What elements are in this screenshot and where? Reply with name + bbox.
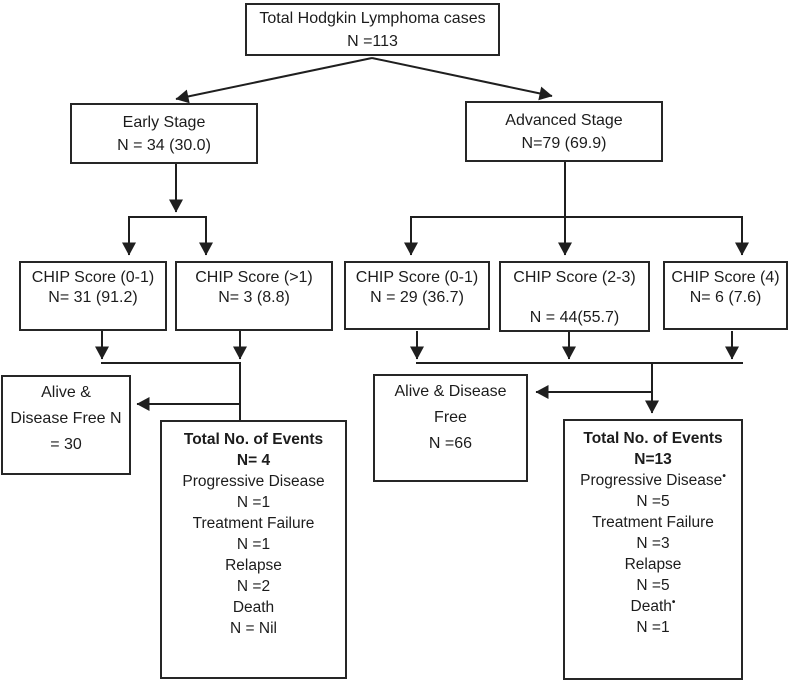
alive-early-line-3: = 30	[50, 436, 82, 453]
node-chip-adv-4: CHIP Score (4) N= 6 (7.6)	[663, 261, 788, 330]
events-adv-total-n: N=13	[634, 451, 672, 468]
total-cases-title: Total Hodgkin Lymphoma cases	[259, 9, 486, 27]
events-adv-relapse-n: N =5	[636, 577, 670, 594]
events-early-progressive-n: N =1	[236, 494, 271, 511]
arrow-total-to-early	[175, 57, 373, 104]
alive-adv-line-1: Alive & Disease	[394, 383, 507, 400]
events-early-death: Death	[232, 599, 275, 616]
chip-early-0-1-title: CHIP Score (0-1)	[31, 269, 155, 286]
chip-adv-2-3-n: N = 44(55.7)	[529, 309, 620, 326]
node-chip-adv-0-1: CHIP Score (0-1) N = 29 (36.7)	[344, 261, 490, 330]
events-adv-progressive-text: Progressive Disease	[580, 472, 723, 489]
node-chip-early-gt1: CHIP Score (>1) N= 3 (8.8)	[175, 261, 333, 331]
events-early-death-n: N = Nil	[230, 620, 277, 637]
node-chip-early-0-1: CHIP Score (0-1) N= 31 (91.2)	[19, 261, 167, 331]
node-early-stage: Early Stage N = 34 (30.0)	[70, 103, 258, 164]
events-early-relapse: Relapse	[225, 557, 282, 574]
events-early-relapse-n: N =2	[236, 578, 271, 595]
events-adv-death-n: N =1	[636, 619, 670, 636]
events-early-title: Total No. of Events	[183, 431, 324, 448]
events-adv-progressive-n: N =5	[636, 493, 670, 510]
chip-adv-0-1-n: N = 29 (36.7)	[370, 288, 464, 306]
events-early-total-n: N= 4	[236, 452, 271, 469]
events-early-progressive: Progressive Disease	[182, 473, 325, 490]
node-events-early: Total No. of Events N= 4 Progressive Dis…	[160, 420, 347, 679]
chip-adv-0-1-title: CHIP Score (0-1)	[355, 268, 479, 286]
events-adv-death: Death•	[631, 596, 676, 617]
alive-early-line-2: Disease Free N	[10, 410, 122, 427]
alive-early-line-1: Alive &	[41, 384, 91, 401]
events-early-failure: Treatment Failure	[192, 515, 315, 532]
advanced-stage-title: Advanced Stage	[505, 111, 623, 129]
chip-early-0-1-n: N= 31 (91.2)	[48, 289, 138, 306]
events-adv-title: Total No. of Events	[583, 430, 723, 447]
star-marker: •	[722, 470, 726, 482]
chip-adv-4-n: N= 6 (7.6)	[689, 288, 762, 306]
early-stage-n: N = 34 (30.0)	[117, 136, 211, 154]
alive-adv-line-2: Free	[434, 409, 467, 426]
total-cases-n: N =113	[347, 32, 398, 50]
node-chip-adv-2-3: CHIP Score (2-3) N = 44(55.7)	[499, 261, 650, 332]
events-adv-progressive: Progressive Disease•	[580, 470, 726, 491]
early-stage-title: Early Stage	[122, 113, 206, 131]
node-alive-early: Alive & Disease Free N = 30	[1, 375, 131, 475]
events-adv-failure: Treatment Failure	[592, 514, 714, 531]
advanced-stage-n: N=79 (69.9)	[521, 134, 607, 152]
events-early-failure-n: N =1	[236, 536, 271, 553]
chip-adv-2-3-title: CHIP Score (2-3)	[513, 269, 636, 286]
chip-early-gt1-n: N= 3 (8.8)	[218, 289, 290, 306]
node-events-advanced: Total No. of Events N=13 Progressive Dis…	[563, 419, 743, 680]
arrow-total-to-advanced	[371, 57, 553, 101]
events-adv-relapse: Relapse	[624, 556, 682, 573]
star-marker: •	[671, 596, 676, 608]
events-adv-failure-n: N =3	[636, 535, 670, 552]
node-advanced-stage: Advanced Stage N=79 (69.9)	[465, 101, 663, 162]
events-adv-death-text: Death	[630, 598, 672, 615]
alive-adv-line-3: N =66	[428, 435, 473, 452]
chip-adv-4-title: CHIP Score (4)	[671, 268, 780, 286]
chip-early-gt1-title: CHIP Score (>1)	[195, 269, 313, 286]
node-total-cases: Total Hodgkin Lymphoma cases N =113	[245, 3, 500, 56]
node-alive-advanced: Alive & Disease Free N =66	[373, 374, 528, 482]
